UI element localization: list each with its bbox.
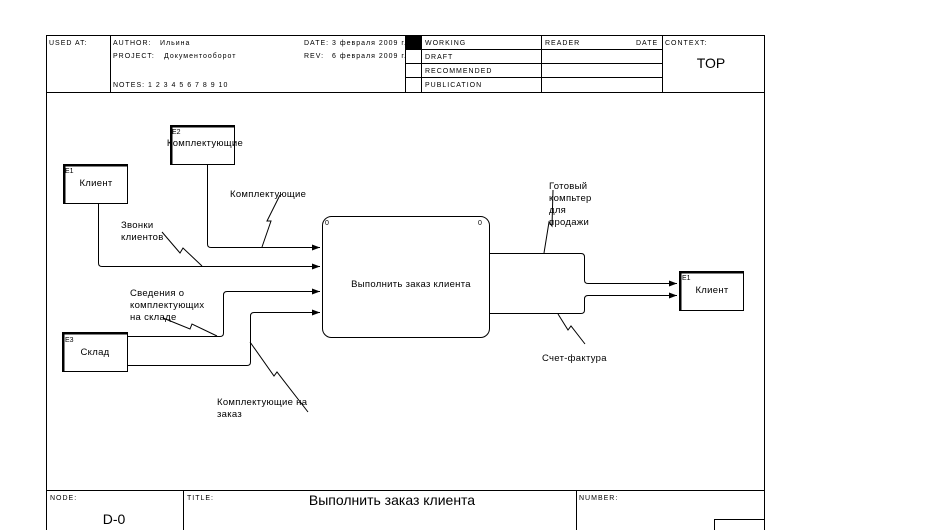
flow-ready-computer-label-3: для	[549, 205, 566, 216]
node-label: NODE:	[50, 495, 77, 502]
flow-invoice-arrow[interactable]	[490, 292, 677, 314]
status-working: WORKING	[425, 40, 466, 47]
node-value: D-0	[103, 511, 126, 527]
external-entity-client-right[interactable]: E1 Клиент	[679, 271, 745, 312]
external-entity-components[interactable]: E2 Комплектующие	[167, 125, 243, 166]
flow-stock-info-squiggle	[162, 317, 218, 337]
reader-date-label: DATE	[636, 40, 658, 47]
entity-label: Клиент	[695, 285, 728, 296]
flow-order-components-label-2: заказ	[217, 409, 242, 420]
entity-tag: E1	[682, 275, 691, 282]
process-label: Выполнить заказ клиента	[351, 279, 471, 290]
title-value: Выполнить заказ клиента	[309, 492, 475, 508]
flow-invoice-squiggle	[557, 313, 586, 345]
flow-stock-info-arrow[interactable]	[128, 288, 320, 337]
flow-ready-computer-label-2: компьтер	[549, 193, 592, 204]
process-id: 0	[325, 220, 329, 227]
entity-tag: E2	[172, 129, 181, 136]
flow-ready-computer-label-1: Готовый	[549, 181, 587, 192]
flow-ready-computer-label-4: продажи	[549, 217, 589, 228]
status-draft: DRAFT	[425, 54, 453, 61]
footer-number-box	[714, 519, 765, 530]
date-value: 3 февраля 2009 г.	[332, 40, 407, 47]
context-value: TOP	[697, 55, 726, 71]
entity-label: Комплектующие	[167, 138, 243, 149]
date-label: DATE:	[304, 40, 329, 47]
flow-client-calls-arrow[interactable]	[98, 204, 321, 270]
flow-stock-info-label-2: комплектующих	[130, 300, 204, 311]
flow-client-calls-label-2: клиентов	[121, 232, 164, 243]
entity-tag: E1	[65, 168, 74, 175]
project-value: Документооборот	[164, 52, 237, 60]
rev-label: REV:	[304, 53, 324, 60]
flow-components-arrow[interactable]	[207, 165, 321, 251]
flow-invoice-label: Счет-фактура	[542, 353, 607, 364]
rev-value: 6 февраля 2009 г.	[332, 53, 407, 60]
notes-label: NOTES: 1 2 3 4 5 6 7 8 9 10	[113, 82, 228, 89]
entity-tag: E3	[65, 337, 74, 344]
title-label: TITLE:	[187, 495, 214, 502]
context-label: CONTEXT:	[665, 40, 708, 47]
used-at-label: USED AT:	[49, 40, 88, 47]
external-entity-client-left[interactable]: E1 Клиент	[63, 164, 129, 205]
status-recommended: RECOMMENDED	[425, 68, 492, 75]
flow-client-calls-squiggle	[161, 231, 203, 267]
flow-order-components-arrow[interactable]	[128, 309, 320, 366]
flow-components-squiggle	[261, 194, 281, 248]
process-ref: 0	[478, 220, 482, 227]
flow-components-label: Комплектующие	[230, 189, 306, 200]
entity-label: Склад	[81, 347, 110, 358]
flow-order-components-label-1: Комплектующие на	[217, 397, 308, 408]
process-box[interactable]: 0 0 Выполнить заказ клиента	[322, 216, 490, 338]
entity-label: Клиент	[79, 178, 112, 189]
flow-ready-computer-arrow[interactable]	[490, 253, 677, 287]
flow-stock-info-label-1: Сведения о	[130, 288, 184, 299]
reader-label: READER	[545, 40, 580, 47]
author-value: Ильина	[160, 40, 190, 47]
working-status-marker	[406, 36, 421, 49]
external-entity-warehouse[interactable]: E3 Склад	[62, 332, 129, 373]
author-label: AUTHOR:	[113, 40, 152, 47]
project-label: PROJECT:	[113, 53, 155, 60]
flow-stock-info-label-3: на складе	[130, 312, 177, 323]
flow-client-calls-label-1: Звонки	[121, 220, 153, 231]
flow-order-components-squiggle	[249, 341, 309, 413]
number-label: NUMBER:	[579, 495, 618, 502]
flow-ready-computer-squiggle	[543, 189, 554, 254]
status-publication: PUBLICATION	[425, 82, 482, 89]
